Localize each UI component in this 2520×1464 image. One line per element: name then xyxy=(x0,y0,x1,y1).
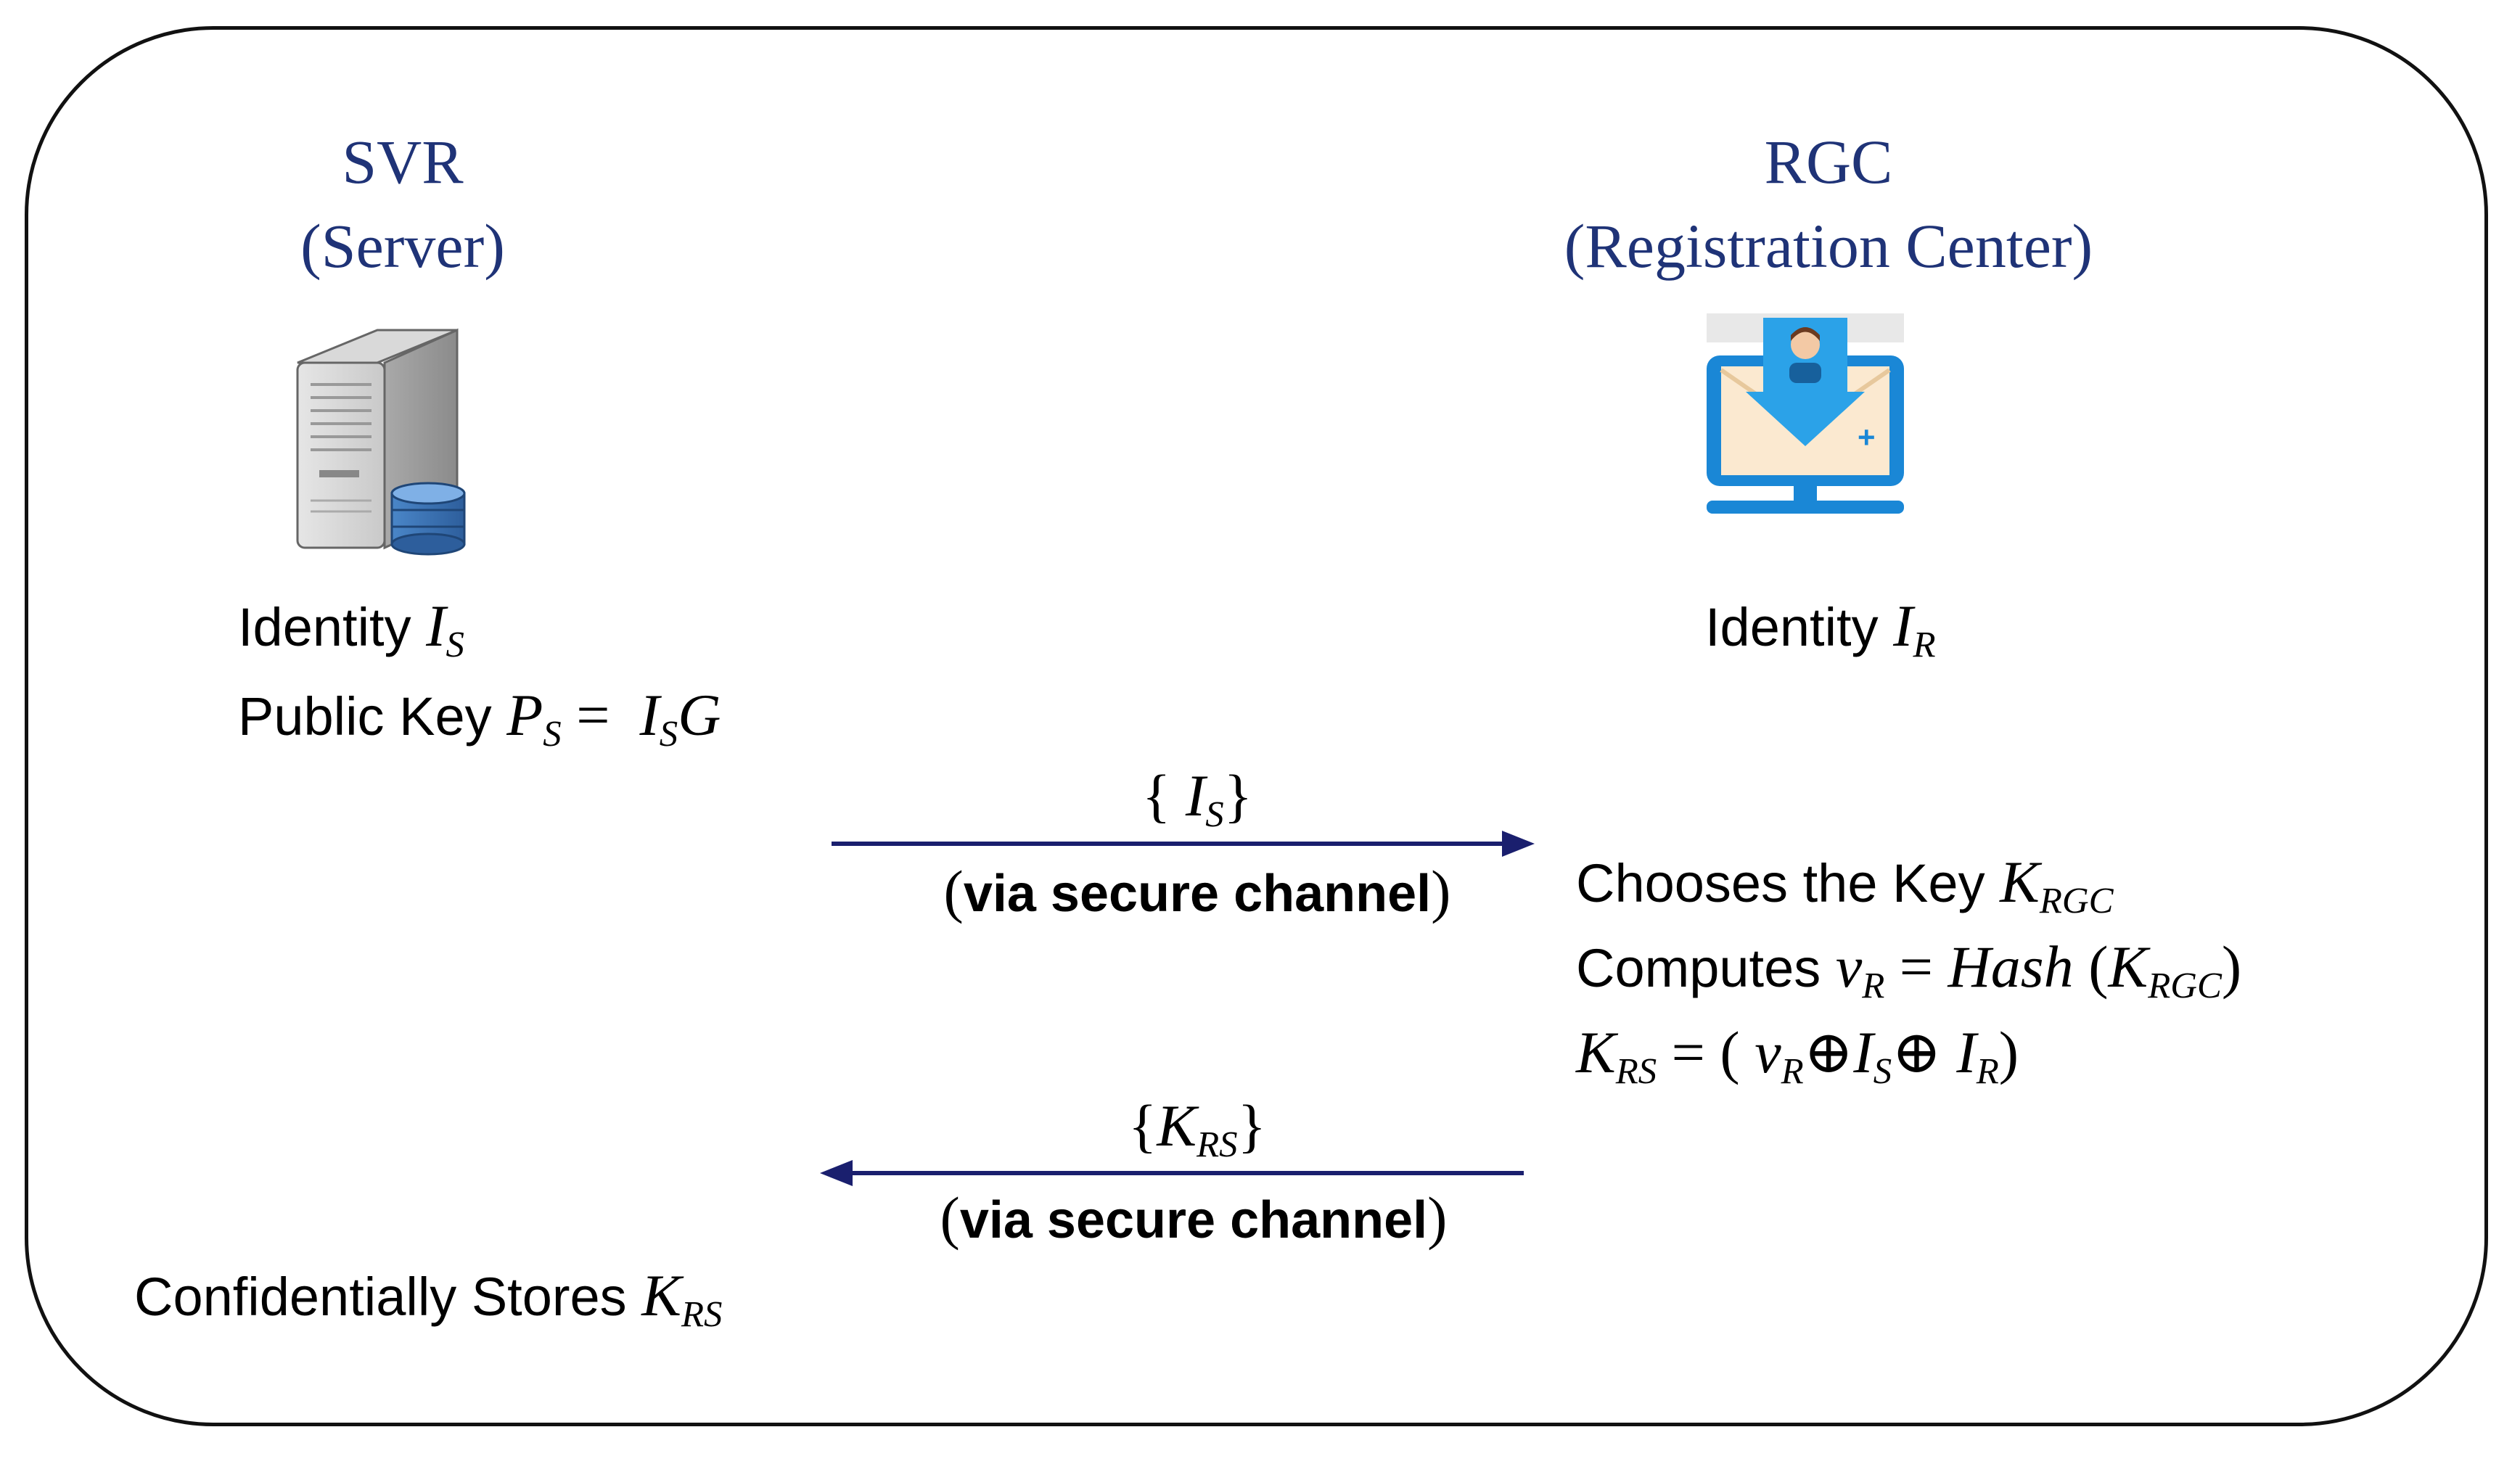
message-1-set: { IS} xyxy=(1142,762,1252,833)
server-database-icon xyxy=(296,328,466,556)
rgc-abbr: RGC xyxy=(1764,127,1893,197)
xor-operator: ⊕ xyxy=(1892,1019,1942,1085)
rgc-step-krs: KRS = ( vR⊕IS⊕ IR) xyxy=(1576,1023,2019,1090)
sub-RGC: RGC xyxy=(2148,965,2222,1006)
open-paren: ( xyxy=(940,1185,960,1251)
message-2-set: {KRS} xyxy=(1128,1093,1266,1163)
close-brace: } xyxy=(1237,1093,1266,1159)
close-paren: ) xyxy=(1427,1185,1448,1251)
open-paren: ( xyxy=(943,858,964,924)
equals: = xyxy=(1899,934,1934,1000)
rgc-identity-label: Identity xyxy=(1705,597,1879,657)
rgc-step3-formula: KRS = ( vR⊕IS⊕ IR) xyxy=(1576,1019,2019,1090)
symbol-K: K xyxy=(641,1262,681,1328)
secure-channel-label: via secure channel xyxy=(963,865,1432,923)
rgc-step-compute: Computes vR = Hash (KRGC) xyxy=(1576,934,2242,1004)
symbol-K: K xyxy=(1576,1019,1616,1085)
message-1-channel: (via secure channel) xyxy=(871,858,1524,926)
close-brace: } xyxy=(1223,762,1252,828)
sub-RS: RS xyxy=(1197,1124,1238,1165)
message-1-payload: { IS} xyxy=(943,762,1451,833)
symbol-I: I xyxy=(1956,1019,1977,1085)
rgc-title: RGC (Registration Center) xyxy=(1466,120,2191,288)
rgc-step2-formula: vR = Hash (KRGC) xyxy=(1835,934,2242,1004)
symbol-G: G xyxy=(678,682,721,748)
symbol-P: P xyxy=(506,682,543,748)
close-paren: ) xyxy=(2221,934,2242,1000)
server-abbr: SVR xyxy=(342,127,464,197)
sub-S: S xyxy=(446,624,464,665)
sub-R: R xyxy=(1913,624,1936,665)
sub-RS: RS xyxy=(1615,1050,1657,1092)
server-identity: Identity IS xyxy=(238,593,464,663)
symbol-K: K xyxy=(1157,1093,1197,1159)
server-identity-symbol: IS xyxy=(426,593,464,663)
server-stores-symbol: KRS xyxy=(641,1262,722,1333)
equals: = xyxy=(576,682,610,748)
arrow-server-to-rgc xyxy=(832,831,1535,857)
xor-operator: ⊕ xyxy=(1803,1019,1854,1085)
server-public-key: Public Key PS = ISG xyxy=(238,686,721,752)
sub-R: R xyxy=(1862,965,1885,1006)
server-name: (Server) xyxy=(300,211,505,281)
rgc-step1-label: Chooses the Key xyxy=(1576,853,1985,913)
sub-S: S xyxy=(1205,794,1224,835)
rgc-identity: Identity IR xyxy=(1705,593,1936,663)
close-paren: ) xyxy=(1431,858,1451,924)
symbol-I: I xyxy=(639,682,660,748)
secure-channel-label: via secure channel xyxy=(959,1191,1428,1249)
hash-function: Hash xyxy=(1948,934,2074,1000)
server-stores-label: Confidentially Stores xyxy=(134,1267,627,1327)
symbol-v: v xyxy=(1835,934,1863,1000)
open-brace: { xyxy=(1128,1093,1157,1159)
sub-S: S xyxy=(659,713,678,754)
rgc-step1-symbol: KRGC xyxy=(2000,849,2113,919)
sub-S: S xyxy=(543,713,562,754)
symbol-I: I xyxy=(1185,762,1206,828)
rgc-step2-label: Computes xyxy=(1576,938,1821,998)
rgc-step-choose-key: Chooses the Key KRGC xyxy=(1576,849,2114,919)
arrow-rgc-to-server xyxy=(820,1160,1524,1186)
message-2-payload: {KRS} xyxy=(943,1092,1451,1163)
open-paren: ( xyxy=(2088,934,2109,1000)
sub-R: R xyxy=(1976,1050,1999,1092)
svg-text:+: + xyxy=(1858,420,1876,454)
server-pubkey-formula: PS = ISG xyxy=(506,682,721,752)
sub-RGC: RGC xyxy=(2039,880,2114,921)
symbol-K: K xyxy=(2000,849,2040,915)
close-paren: ) xyxy=(1998,1019,2019,1085)
sub-RS: RS xyxy=(681,1294,723,1335)
symbol-v: v xyxy=(1754,1019,1781,1085)
user-registration-monitor-icon: + xyxy=(1707,313,1904,514)
symbol-I: I xyxy=(426,593,446,659)
sub-R: R xyxy=(1781,1050,1804,1092)
diagram-frame xyxy=(25,26,2488,1426)
server-identity-label: Identity xyxy=(238,597,411,657)
equals-open: = ( xyxy=(1671,1019,1740,1085)
open-brace: { xyxy=(1142,762,1171,828)
server-stores: Confidentially Stores KRS xyxy=(134,1266,722,1333)
server-pubkey-label: Public Key xyxy=(238,686,492,747)
sub-S: S xyxy=(1873,1050,1892,1092)
rgc-name: (Registration Center) xyxy=(1564,211,2093,281)
rgc-identity-symbol: IR xyxy=(1893,593,1935,663)
server-title: SVR (Server) xyxy=(258,120,548,288)
symbol-K: K xyxy=(2108,934,2148,1000)
symbol-I: I xyxy=(1853,1019,1873,1085)
symbol-I: I xyxy=(1893,593,1913,659)
message-2-channel: (via secure channel) xyxy=(867,1184,1520,1252)
